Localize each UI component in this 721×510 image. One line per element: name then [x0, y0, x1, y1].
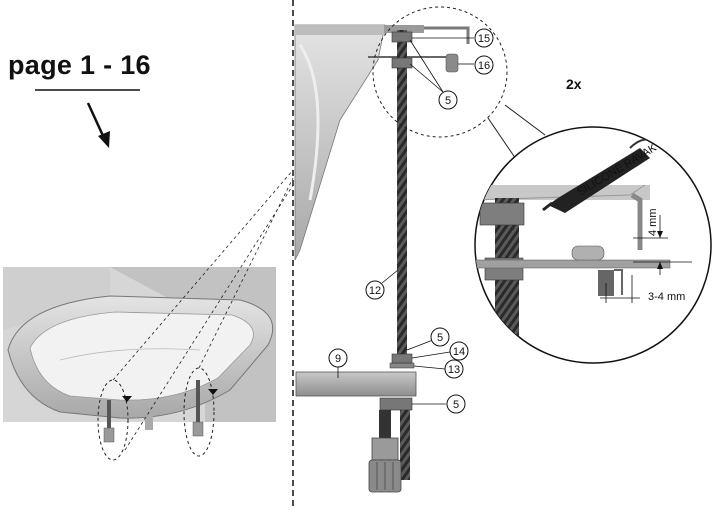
callout-5-bottom: 5 [412, 394, 466, 414]
callout-5-top: 5 [409, 39, 458, 110]
bath-leg [192, 380, 204, 437]
svg-text:5: 5 [445, 95, 451, 107]
page-reference: page 1 - 16 [8, 50, 151, 80]
leg-highlight-right [183, 367, 215, 457]
bath-leg [103, 400, 115, 443]
svg-text:9: 9 [335, 353, 341, 365]
svg-text:15: 15 [478, 33, 490, 45]
nut [379, 397, 413, 411]
callout-13: 13 [413, 359, 464, 379]
svg-text:5: 5 [437, 332, 443, 344]
nut [391, 31, 413, 43]
horizontal-gap-dimension: 3-4 mm [648, 291, 685, 303]
svg-text:5: 5 [453, 399, 459, 411]
quantity-label: 2x [566, 76, 582, 92]
svg-text:13: 13 [448, 364, 460, 376]
callout-12: 12 [365, 269, 399, 300]
threaded-rod-lower [400, 410, 410, 480]
callout-16: 16 [458, 55, 494, 75]
callout-9: 9 [328, 348, 348, 378]
leg-highlight-left [97, 379, 129, 461]
wall-clip [368, 53, 459, 73]
svg-text:12: 12 [369, 285, 381, 297]
callout-14: 14 [411, 341, 469, 361]
bathtub-rim [294, 24, 386, 261]
svg-text:16: 16 [478, 60, 490, 72]
threaded-rod [397, 30, 407, 365]
detail-zoom-view: SILICONE RAVAK [474, 126, 712, 364]
pointer-arrow [86, 102, 110, 148]
support-beam [295, 371, 417, 397]
rim-bracket [384, 25, 470, 44]
nut [391, 57, 413, 69]
bath-overview [3, 169, 294, 461]
callout-15: 15 [412, 28, 494, 48]
detail-highlight [372, 6, 508, 138]
washer [389, 362, 415, 369]
vertical-gap-dimension: 4 mm [647, 209, 659, 237]
adjustable-foot [368, 410, 402, 493]
nut [391, 353, 413, 364]
callout-5-mid: 5 [406, 327, 450, 351]
svg-text:14: 14 [453, 346, 465, 358]
